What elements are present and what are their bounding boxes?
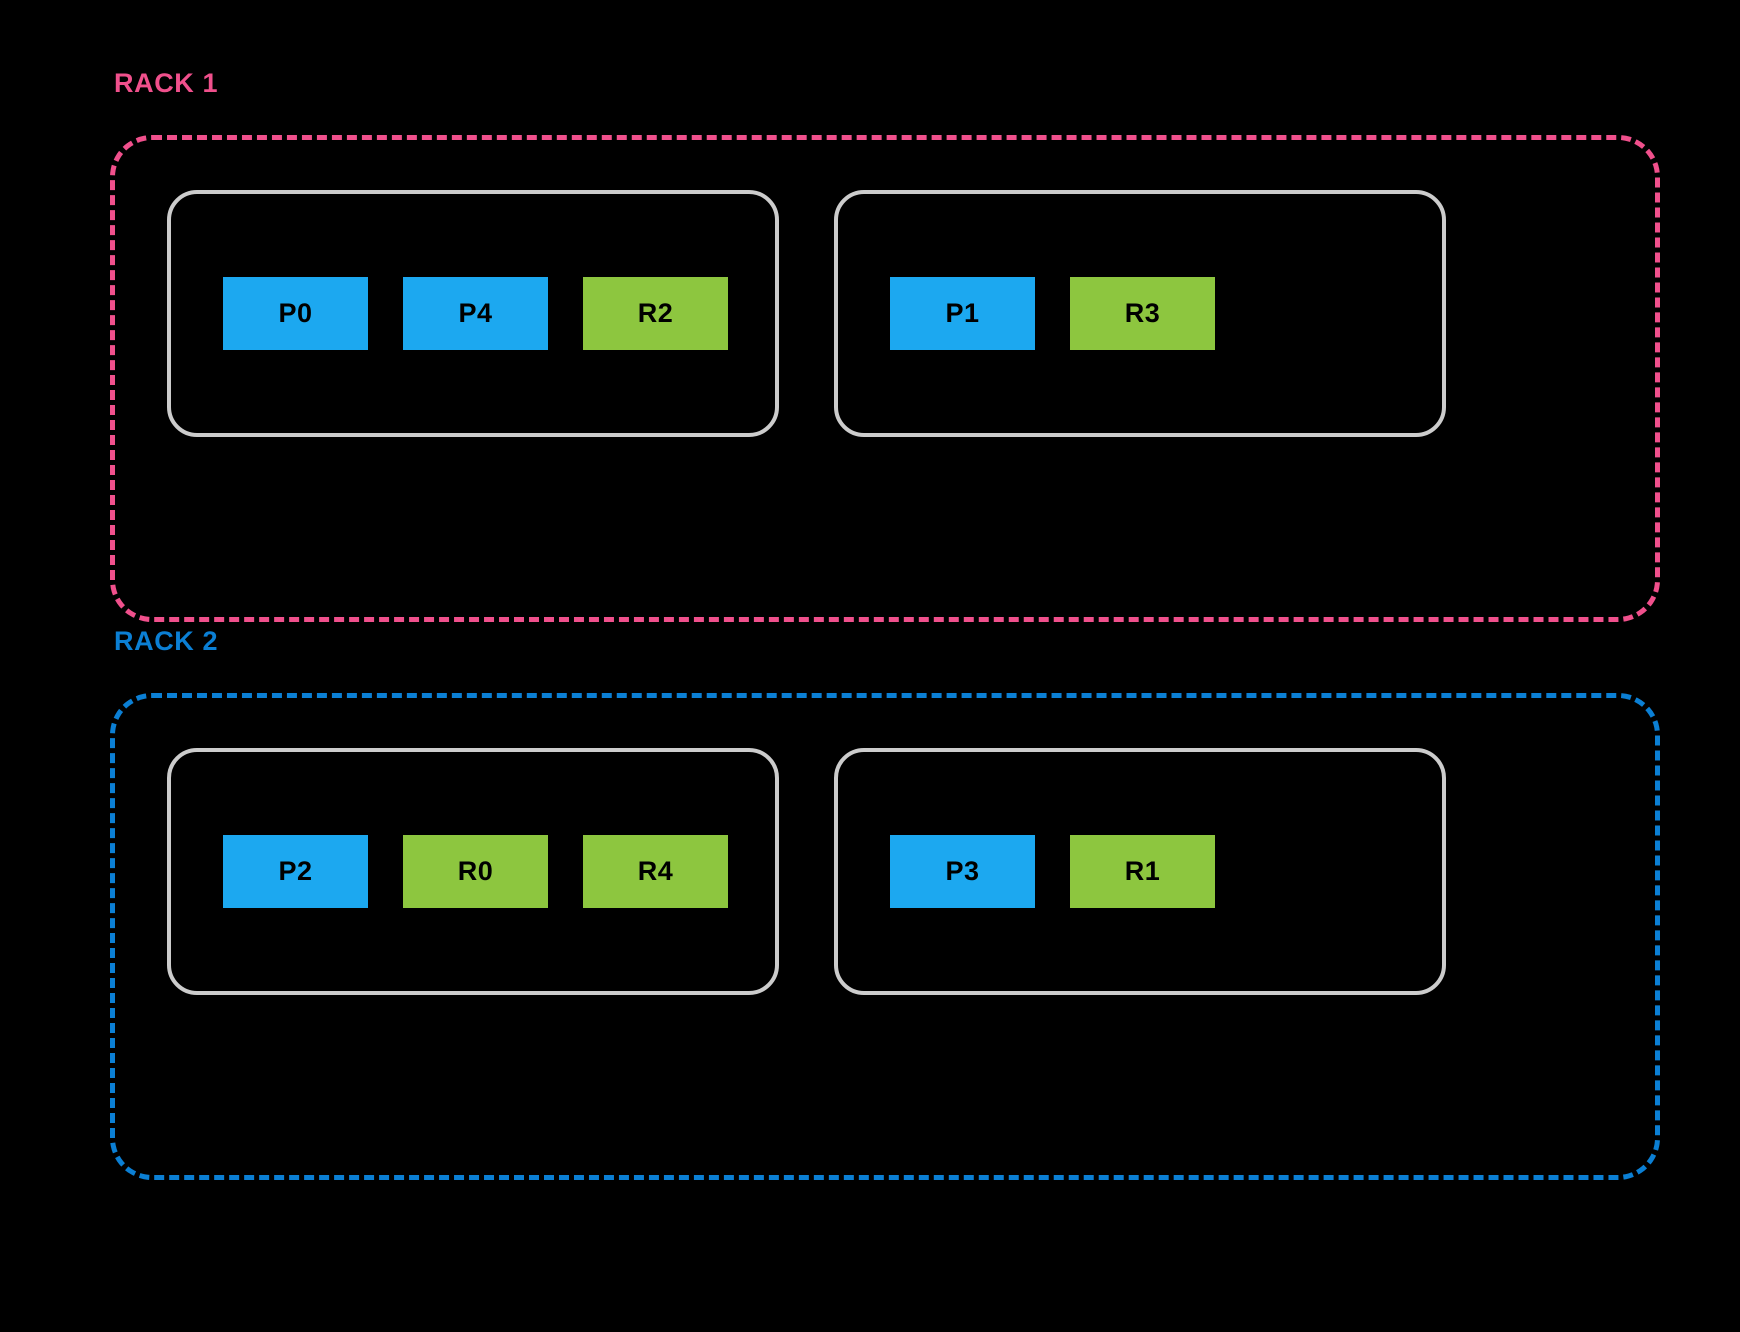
block-r4[interactable]: R4 [583, 835, 728, 908]
rack-boundary-1: P0 P4 R2 P1 R3 [110, 135, 1660, 622]
block-p4[interactable]: P4 [403, 277, 548, 350]
block-r1[interactable]: R1 [1070, 835, 1215, 908]
host-box-rack1-host1: P0 P4 R2 [167, 190, 779, 437]
block-r2[interactable]: R2 [583, 277, 728, 350]
block-p0[interactable]: P0 [223, 277, 368, 350]
block-p2[interactable]: P2 [223, 835, 368, 908]
block-p1[interactable]: P1 [890, 277, 1035, 350]
rack-label-2: RACK 2 [114, 626, 219, 656]
rack-label-1: RACK 1 [114, 68, 219, 98]
host-box-rack2-host1: P2 R0 R4 [167, 748, 779, 995]
rack-group-1: RACK 1 P0 P4 R2 P1 R3 [110, 70, 1660, 622]
block-p3[interactable]: P3 [890, 835, 1035, 908]
rack-boundary-2: P2 R0 R4 P3 R1 [110, 693, 1660, 1180]
block-r3[interactable]: R3 [1070, 277, 1215, 350]
host-box-rack1-host2: P1 R3 [834, 190, 1446, 437]
block-r0[interactable]: R0 [403, 835, 548, 908]
rack-group-2: RACK 2 P2 R0 R4 P3 R1 [110, 628, 1660, 1180]
host-box-rack2-host2: P3 R1 [834, 748, 1446, 995]
